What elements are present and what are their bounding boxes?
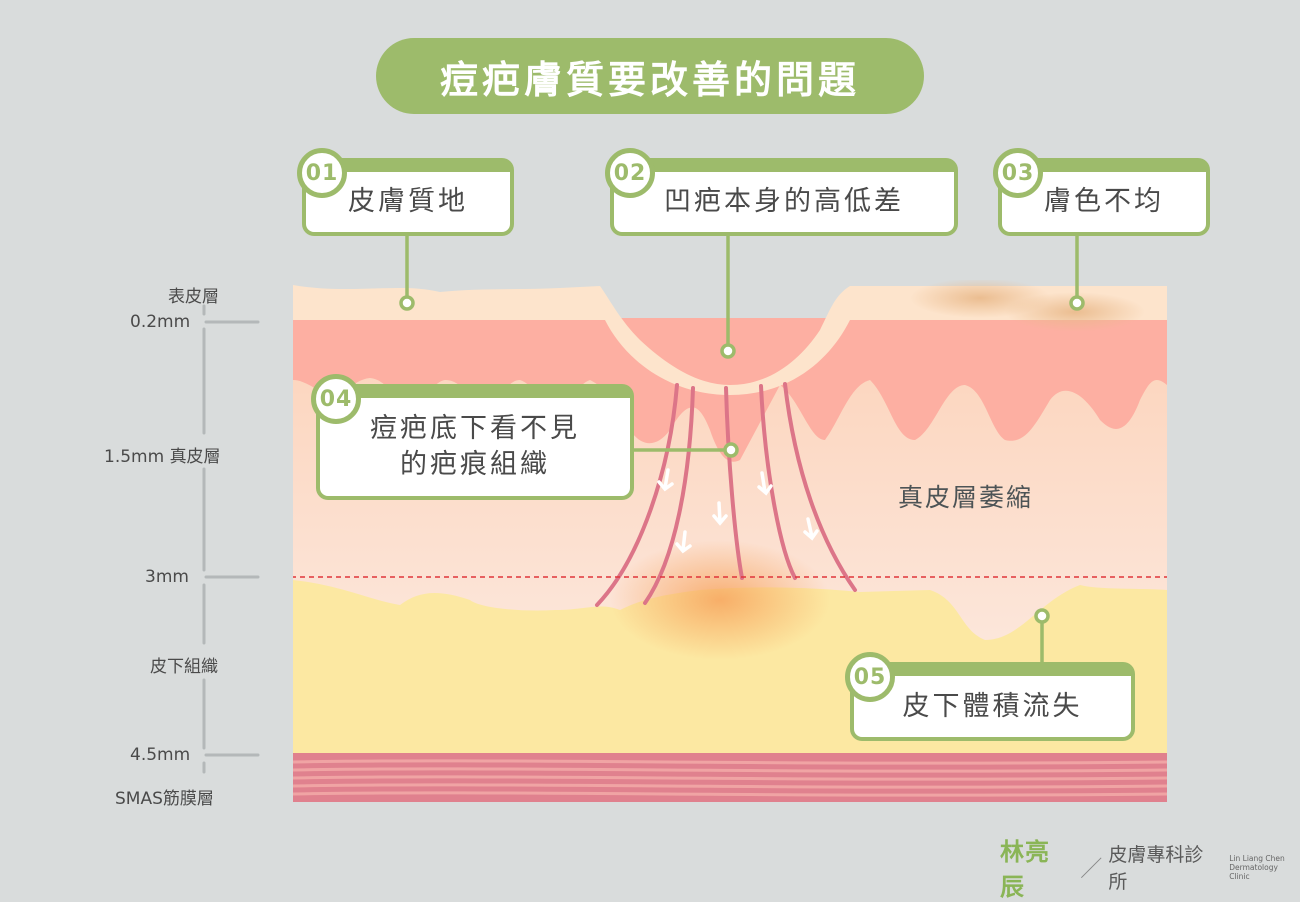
depth-scale-bar bbox=[202, 304, 260, 774]
depth-label-1.5mm: 1.5mm 真皮層 bbox=[104, 442, 221, 467]
clinic-english-name: Lin Liang Chen Dermatology Clinic bbox=[1229, 854, 1300, 881]
layer-label-dermis: 真皮層 bbox=[169, 447, 221, 467]
layer-label-subcutaneous: 皮下組織 bbox=[150, 657, 218, 677]
callout-label-line2: 的疤痕組織 bbox=[400, 449, 550, 480]
smas-stripes bbox=[293, 759, 1167, 797]
badge-number: 02 bbox=[605, 148, 655, 198]
dermis-atrophy-label: 真皮層萎縮 bbox=[898, 483, 1034, 512]
callout-volume-loss: 皮下體積流失 bbox=[850, 662, 1135, 741]
scar-fibers bbox=[595, 382, 857, 607]
page-title: 痘疤膚質要改善的問題 bbox=[439, 57, 860, 102]
callout-label-line1: 痘疤底下看不見 bbox=[370, 413, 580, 444]
skin-cross-section bbox=[202, 234, 1167, 802]
title-banner: 痘疤膚質要改善的問題 bbox=[376, 38, 924, 114]
pigment-spot bbox=[1005, 292, 1145, 332]
doctor-name: 林亮辰 bbox=[1000, 838, 1050, 901]
callout-scar-depth: 凹疤本身的高低差 bbox=[610, 158, 958, 236]
english-line1: Lin Liang Chen bbox=[1229, 853, 1285, 863]
badge-number: 03 bbox=[993, 148, 1043, 198]
callout-label: 膚色不均 bbox=[1044, 186, 1164, 217]
badge-number: 04 bbox=[311, 374, 361, 424]
callout-label: 凹疤本身的高低差 bbox=[664, 186, 904, 217]
layer-label-smas: SMAS筋膜層 bbox=[115, 789, 214, 809]
callout-hidden-scar-tissue: 痘疤底下看不見 的疤痕組織 bbox=[316, 384, 634, 500]
depth-label-3mm: 3mm bbox=[145, 567, 189, 587]
separator: ／ bbox=[1080, 857, 1103, 882]
badge-number: 01 bbox=[297, 148, 347, 198]
depth-label-0.2mm: 0.2mm bbox=[130, 312, 191, 332]
badge-number: 05 bbox=[845, 652, 895, 702]
english-line2: Dermatology Clinic bbox=[1229, 862, 1278, 881]
callout-label: 皮膚質地 bbox=[348, 186, 468, 217]
leader-lines bbox=[399, 234, 1085, 664]
inflammation-glow bbox=[610, 540, 830, 660]
callout-label: 皮下體積流失 bbox=[902, 690, 1083, 722]
footer-brand: 林亮辰 ／ 皮膚專科診所 Lin Liang Chen Dermatology … bbox=[1000, 832, 1300, 902]
depth-label-4.5mm: 4.5mm bbox=[130, 745, 191, 765]
downward-arrows bbox=[657, 468, 819, 554]
clinic-name: 皮膚專科診所 bbox=[1108, 844, 1204, 893]
callout-skin-texture: 皮膚質地 bbox=[302, 158, 514, 236]
depth-value: 1.5mm bbox=[104, 447, 165, 467]
layer-label-epidermis: 表皮層 bbox=[168, 287, 219, 307]
